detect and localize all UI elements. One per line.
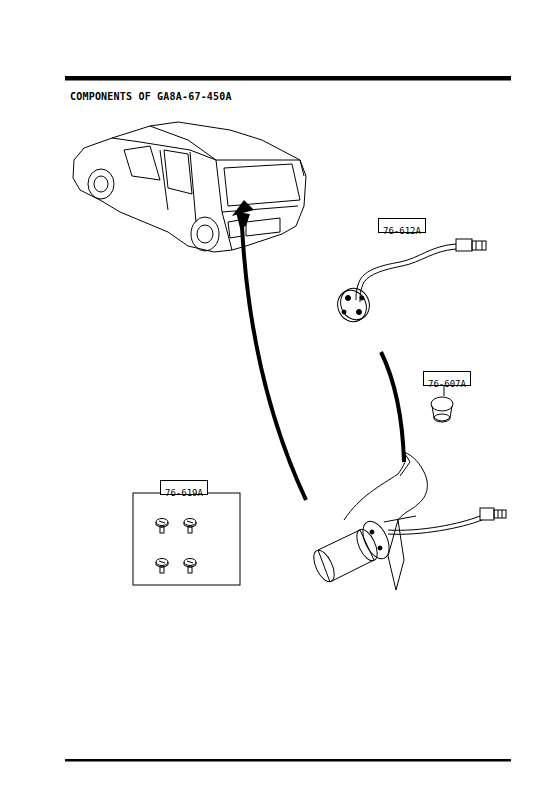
pointer-arrow [381, 352, 404, 462]
wiper-motor [310, 452, 506, 590]
part-number: 76-607A [428, 379, 466, 390]
parts-frame [133, 493, 240, 585]
screw [184, 559, 196, 574]
footer-rule [65, 759, 511, 762]
part-number: 76-612A [383, 226, 421, 237]
screw [156, 519, 168, 534]
grommet [431, 386, 453, 422]
car-drawing [73, 122, 306, 252]
part-number-box: 76-619A [160, 480, 208, 495]
screw [156, 559, 168, 574]
header-rule [65, 76, 511, 81]
page-title: COMPONENTS OF GA8A-67-450A [70, 91, 232, 102]
screw [184, 519, 196, 534]
pointer-arrow [232, 200, 306, 500]
wiring-harness [333, 239, 486, 326]
part-number-box: 76-607A [423, 371, 471, 386]
part-number: 76-619A [165, 488, 203, 499]
screw [156, 519, 196, 574]
part-number-box: 76-612A [378, 218, 426, 233]
